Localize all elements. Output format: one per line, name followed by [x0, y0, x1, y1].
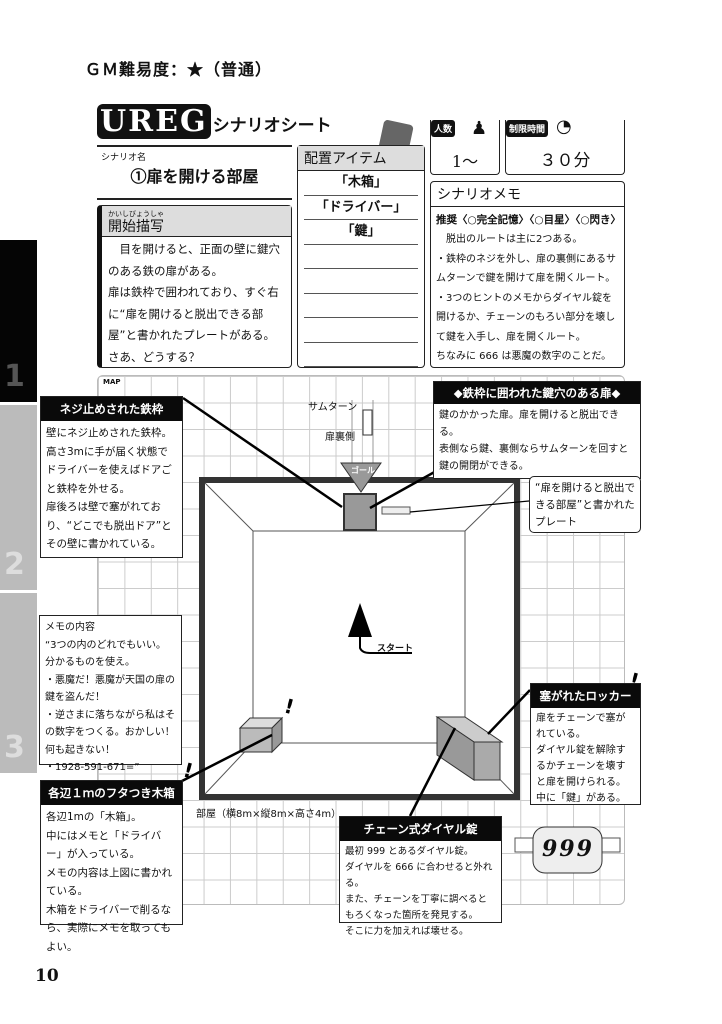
goal-label: ゴール — [351, 466, 375, 475]
time-value: ３０分 — [539, 151, 591, 171]
page-number: 10 — [35, 966, 59, 986]
room-size-label: 部屋（横8m×縦8m×高さ4m） — [196, 809, 342, 820]
memo-text: 脱出のルートは主に2つある。 ・鉄枠のネジを外し、扉の裏側にあるサムターンで鍵を… — [436, 234, 616, 362]
opening-ruby: かいしびょうしゃ — [108, 210, 164, 218]
chapter-tab-3[interactable]: 3 — [0, 593, 37, 773]
opening-title: 開始描写 — [108, 219, 164, 235]
time-box: 制限時間 ◔ ３０分 — [505, 116, 625, 175]
callout-text: “扉を開けると脱出できる部屋”と書かれたプレート — [535, 482, 635, 528]
item-blank — [304, 318, 418, 343]
callout-text: 各辺1mの「木箱」。 中にはメモと「ドライバー」が入っている。 メモの内容は上図… — [46, 811, 172, 953]
callout-plate: “扉を開けると脱出できる部屋”と書かれたプレート — [529, 476, 641, 533]
items-list: 「木箱」 「ドライバー」 「鍵」 — [298, 171, 424, 367]
wooden-crate-icon — [238, 716, 284, 754]
item-wooden-box: 「木箱」 — [304, 171, 418, 196]
players-label: 人数 — [431, 120, 456, 137]
goal-marker — [340, 462, 382, 493]
callout-title: ネジ止めされた鉄枠 — [41, 397, 182, 421]
start-arrow — [348, 603, 372, 637]
door-icon — [343, 493, 377, 531]
callout-text: 壁にネジ止めされた鉄枠。 高さ3mに手が届く状態でドライバーを使えばドアごと鉄枠… — [46, 427, 172, 550]
callout-iron-frame: ネジ止めされた鉄枠 壁にネジ止めされた鉄枠。 高さ3mに手が届く状態でドライバー… — [40, 396, 183, 558]
chapter-tab-1[interactable]: 1 — [0, 240, 37, 402]
item-blank — [304, 269, 418, 294]
map-label: MAP — [103, 378, 121, 386]
callout-title: 各辺１ｍのフタつき木箱 — [41, 781, 182, 805]
opening-box: かいしびょうしゃ開始描写 目を開けると、正面の壁に鍵穴のある鉄の扉がある。 扉は… — [97, 205, 292, 368]
callout-dial-lock: チェーン式ダイヤル錠 最初 999 とあるダイヤル錠。 ダイヤルを 666 に合… — [339, 816, 502, 937]
door-back-label: 扉裏側 — [325, 432, 355, 443]
plate-icon — [381, 506, 411, 515]
timer-icon: ◔ — [556, 116, 572, 137]
callout-text: 最初 999 とあるダイヤル錠。 ダイヤルを 666 に合わせると外れる。 また… — [345, 846, 493, 937]
item-screwdriver: 「ドライバー」 — [304, 196, 418, 220]
callout-title: チェーン式ダイヤル錠 — [340, 817, 501, 841]
players-box: 人数 ♟ 1～ — [430, 118, 500, 175]
players-value: 1～ — [451, 152, 479, 171]
scenario-name: ①扉を開ける部屋 — [130, 167, 259, 186]
thumbturn-icon — [362, 409, 373, 436]
person-icon: ♟ — [471, 118, 488, 139]
dial-digits: 999 — [542, 836, 594, 862]
memo-box: シナリオメモ 推奨〈○完全記憶〉〈○目星〉〈○閃き〉 脱出のルートは主に2つある… — [430, 181, 625, 368]
scenario-name-area: シナリオ名 ①扉を開ける部屋 — [97, 145, 292, 200]
callout-crate: 各辺１ｍのフタつき木箱 各辺1mの「木箱」。 中にはメモと「ドライバー」が入って… — [40, 780, 183, 953]
start-label: スタート — [377, 644, 414, 654]
item-blank — [304, 343, 418, 367]
callout-locker: 塞がれたロッカー 扉をチェーンで塞がれている。 ダイヤル錠を解除するかチェーンを… — [530, 683, 641, 805]
thumbturn-label: サムターン — [308, 402, 358, 413]
memo-title: シナリオメモ — [431, 182, 624, 207]
memo-recommend: 推奨〈○完全記憶〉〈○目星〉〈○閃き〉 — [436, 214, 621, 226]
item-blank — [304, 294, 418, 318]
dial-lock-icon — [514, 826, 621, 874]
item-blank — [304, 245, 418, 269]
scenario-name-label: シナリオ名 — [101, 153, 147, 163]
callout-text: メモの内容 “3つの内のどれでもいい。分かるものを使え。 ・悪魔だ！悪魔が天国の… — [45, 622, 175, 773]
opening-text: 目を開けると、正面の壁に鍵穴のある鉄の扉がある。 扉は鉄枠で囲われており、すぐ右… — [108, 242, 281, 364]
chapter-tab-2[interactable]: 2 — [0, 405, 37, 590]
time-label: 制限時間 — [506, 120, 549, 137]
callout-title: 塞がれたロッカー — [531, 684, 640, 708]
gm-difficulty: ＧＭ難易度：★（普通） — [85, 60, 273, 79]
callout-title: ◆鉄枠に囲われた鍵穴のある扉◆ — [434, 382, 640, 404]
callout-text: 扉をチェーンで塞がれている。 ダイヤル錠を解除するかチェーンを壊すと扉を開けられ… — [536, 713, 626, 804]
items-box: 配置アイテム 「木箱」 「ドライバー」 「鍵」 — [297, 145, 425, 368]
callout-note: メモの内容 “3つの内のどれでもいい。分かるものを使え。 ・悪魔だ！悪魔が天国の… — [39, 615, 182, 773]
callout-door: ◆鉄枠に囲われた鍵穴のある扉◆ 鍵のかかった扉。扉を開けると脱出できる。 表側な… — [433, 381, 641, 479]
items-title: 配置アイテム — [298, 146, 424, 171]
item-key: 「鍵」 — [304, 220, 418, 245]
locker-icon — [435, 716, 504, 781]
callout-text: 鍵のかかった扉。扉を開けると脱出できる。 表側なら鍵、裏側ならサムターンを回すと… — [439, 410, 629, 472]
